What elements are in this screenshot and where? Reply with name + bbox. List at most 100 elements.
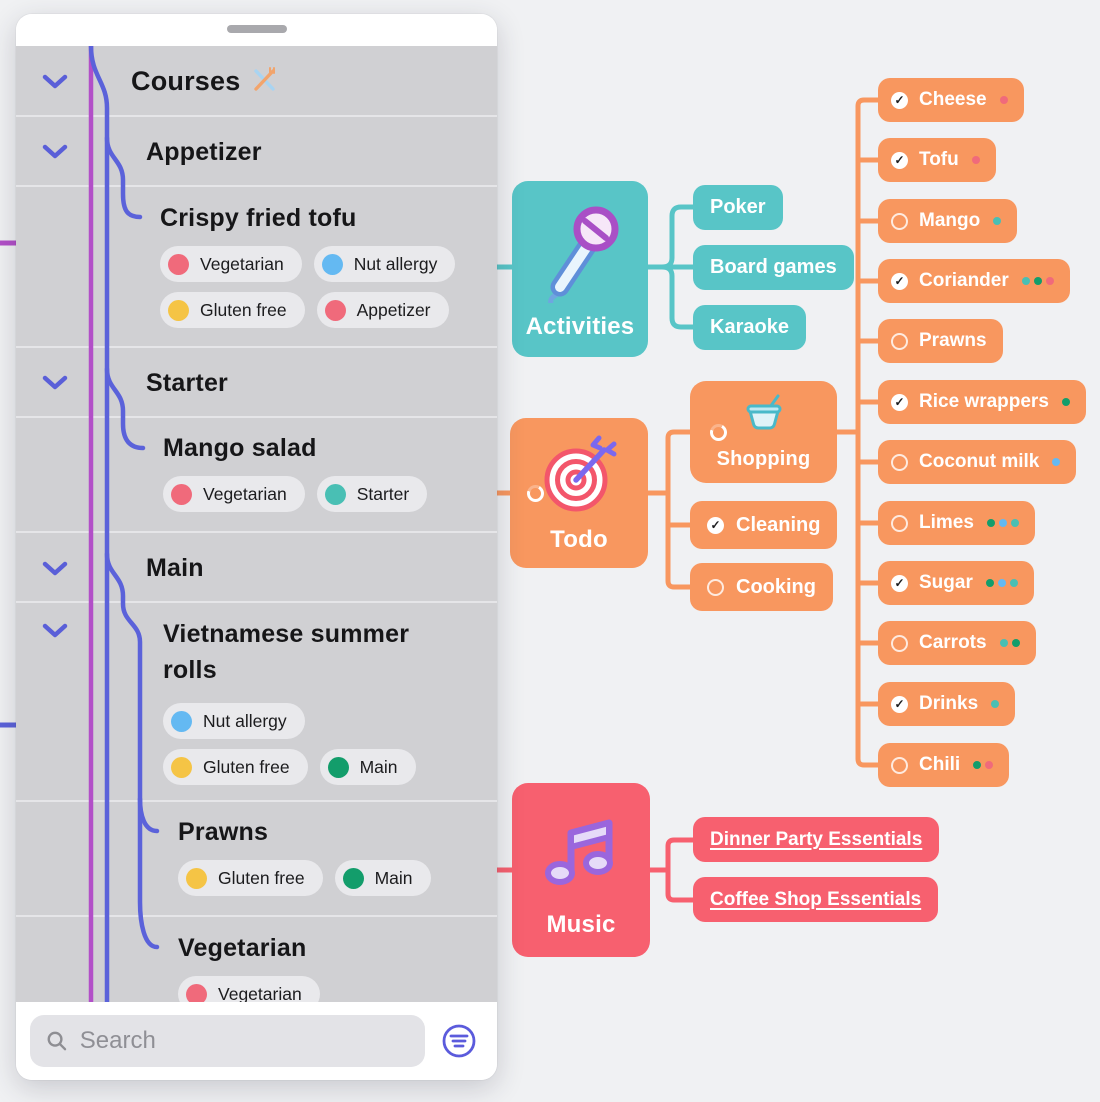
outline-row-main[interactable]: Main <box>16 533 497 603</box>
tag-nut-allergy[interactable]: Nut allergy <box>313 246 456 282</box>
tag-nut-allergy[interactable]: Nut allergy <box>163 703 305 739</box>
node-coffee-shop-essentials[interactable]: Coffee Shop Essentials <box>693 877 939 922</box>
checkbox[interactable] <box>707 516 724 534</box>
node-rice-wrappers[interactable]: Rice wrappers <box>878 380 1086 424</box>
shopping-progress-checkbox[interactable] <box>710 424 727 441</box>
checkbox[interactable] <box>891 453 908 471</box>
search-box[interactable] <box>30 1015 425 1067</box>
checkbox[interactable] <box>891 393 908 411</box>
tag-vegetarian[interactable]: Vegetarian <box>163 476 305 512</box>
checkbox[interactable] <box>891 695 908 713</box>
tag-color-dot <box>327 756 349 778</box>
node-label: Poker <box>710 196 766 218</box>
chevron-down-icon[interactable] <box>42 623 68 639</box>
outline-row-starter[interactable]: Starter <box>16 348 497 418</box>
todo-progress-checkbox[interactable] <box>527 485 544 502</box>
tag-dot <box>1011 639 1020 647</box>
node-cooking[interactable]: Cooking <box>690 563 833 611</box>
outline-list: Courses Appetizer Crispy fried tofu Vege… <box>16 46 497 1002</box>
filter-icon[interactable] <box>441 1023 477 1059</box>
node-tofu[interactable]: Tofu <box>878 138 996 182</box>
checkbox[interactable] <box>891 151 908 169</box>
node-label: Karaoke <box>710 316 789 338</box>
node-board-games[interactable]: Board games <box>693 245 854 290</box>
checkbox[interactable] <box>891 634 908 652</box>
node-label: Cooking <box>736 576 816 598</box>
node-music[interactable]: Music <box>512 783 650 957</box>
node-activities[interactable]: Activities <box>512 181 648 357</box>
fork-knife-icon <box>250 66 278 99</box>
node-prawns-item[interactable]: Prawns <box>878 319 1003 363</box>
row-title: Crispy fried tofu <box>160 204 357 232</box>
row-title: Main <box>146 554 204 582</box>
microphone-icon <box>548 206 619 303</box>
outline-row-crispy-fried-tofu[interactable]: Crispy fried tofu Vegetarian Nut allergy… <box>16 187 497 348</box>
tag-dot <box>993 217 1002 225</box>
tag-dot <box>998 519 1007 527</box>
node-chili[interactable]: Chili <box>878 743 1010 787</box>
node-limes[interactable]: Limes <box>878 501 1035 545</box>
chevron-down-icon[interactable] <box>42 144 68 160</box>
tag-gluten-free[interactable]: Gluten free <box>160 292 305 328</box>
tag-dot <box>999 96 1008 104</box>
outline-row-mango-salad[interactable]: Mango salad Vegetarian Starter <box>16 418 497 533</box>
tag-starter[interactable]: Starter <box>316 476 428 512</box>
tag-dot <box>1045 277 1054 285</box>
row-title: Mango salad <box>163 434 317 462</box>
node-label: Activities <box>525 313 635 340</box>
node-shopping[interactable]: Shopping <box>690 381 837 483</box>
node-todo[interactable]: Todo <box>510 418 648 568</box>
tag-dot <box>999 639 1008 647</box>
checkbox[interactable] <box>707 578 724 596</box>
node-cleaning[interactable]: Cleaning <box>690 501 838 549</box>
checkbox[interactable] <box>891 91 908 109</box>
chevron-down-icon[interactable] <box>42 561 68 577</box>
link-label: Coffee Shop Essentials <box>710 889 922 910</box>
tag-dot <box>986 519 995 527</box>
node-mango[interactable]: Mango <box>878 199 1018 243</box>
checkbox[interactable] <box>891 272 908 290</box>
node-label: Cleaning <box>736 514 821 536</box>
tag-color-dot <box>324 483 346 505</box>
tag-color-dot <box>168 253 189 275</box>
tag-gluten-free[interactable]: Gluten free <box>178 860 323 896</box>
chevron-down-icon[interactable] <box>42 74 68 90</box>
tag-dot <box>971 156 980 164</box>
node-dinner-party-essentials[interactable]: Dinner Party Essentials <box>693 817 940 862</box>
outline-row-prawns[interactable]: Prawns Gluten free Main <box>16 802 497 917</box>
tag-main[interactable]: Main <box>334 860 431 896</box>
node-sugar[interactable]: Sugar <box>878 561 1034 605</box>
row-title: Appetizer <box>146 138 262 166</box>
tag-dot <box>1033 277 1042 285</box>
tag-color-dot <box>171 756 192 778</box>
outline-row-courses[interactable]: Courses <box>16 46 497 117</box>
node-karaoke[interactable]: Karaoke <box>693 305 806 350</box>
tag-appetizer[interactable]: Appetizer <box>316 292 449 328</box>
node-poker[interactable]: Poker <box>693 185 783 230</box>
search-input[interactable] <box>79 1027 409 1055</box>
outline-row-vegetarian[interactable]: Vegetarian Vegetarian <box>16 917 497 1002</box>
checkbox[interactable] <box>891 212 908 230</box>
tag-dot <box>1010 519 1019 527</box>
checkbox[interactable] <box>891 514 908 532</box>
checkbox[interactable] <box>891 756 908 774</box>
drag-handle[interactable] <box>226 25 287 33</box>
outline-row-appetizer[interactable]: Appetizer <box>16 117 497 187</box>
tag-vegetarian[interactable]: Vegetarian <box>160 246 302 282</box>
node-cheese[interactable]: Cheese <box>878 78 1024 122</box>
node-coriander[interactable]: Coriander <box>878 259 1070 303</box>
tag-gluten-free[interactable]: Gluten free <box>163 749 308 785</box>
row-title: Prawns <box>178 818 269 846</box>
node-coconut-milk[interactable]: Coconut milk <box>878 440 1077 484</box>
tag-main[interactable]: Main <box>319 749 416 785</box>
tag-color-dot <box>342 867 364 889</box>
node-carrots[interactable]: Carrots <box>878 621 1036 665</box>
tag-vegetarian[interactable]: Vegetarian <box>178 976 320 1002</box>
outline-row-vietnamese-summer-rolls[interactable]: Vietnamese summer rolls Nut allergy Glut… <box>16 603 497 802</box>
node-drinks[interactable]: Drinks <box>878 682 1016 726</box>
chevron-down-icon[interactable] <box>42 375 68 391</box>
checkbox[interactable] <box>891 574 908 592</box>
node-label: Board games <box>710 256 837 278</box>
checkbox[interactable] <box>891 332 908 350</box>
